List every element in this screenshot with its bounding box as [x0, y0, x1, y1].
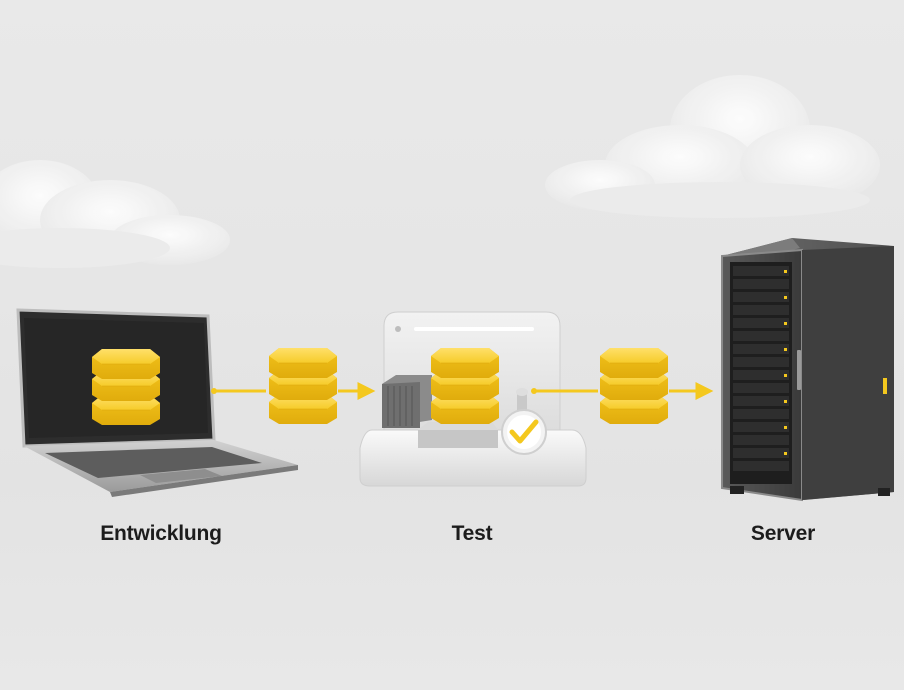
server-rack-icon: [721, 238, 894, 502]
stage-label-test: Test: [451, 522, 493, 545]
stage-label-entwicklung: Entwicklung: [100, 522, 222, 545]
stacked-blocks-icon: [91, 348, 161, 426]
stage-label-server: Server: [750, 522, 816, 545]
platform: [418, 422, 498, 448]
cloud-left: [0, 160, 230, 268]
stacked-blocks-icon: [268, 347, 338, 425]
arrow-icon: [531, 388, 598, 394]
stacked-blocks-icon: [430, 347, 500, 425]
shipping-container-icon: [382, 375, 432, 428]
checkmark-icon: [501, 409, 547, 455]
stacked-blocks-icon: [599, 347, 669, 425]
test-probe: [516, 388, 528, 410]
rack-units: [733, 266, 789, 471]
arrow-icon: [211, 388, 266, 394]
status-leds: [784, 270, 787, 455]
cloud-right: [545, 75, 880, 218]
